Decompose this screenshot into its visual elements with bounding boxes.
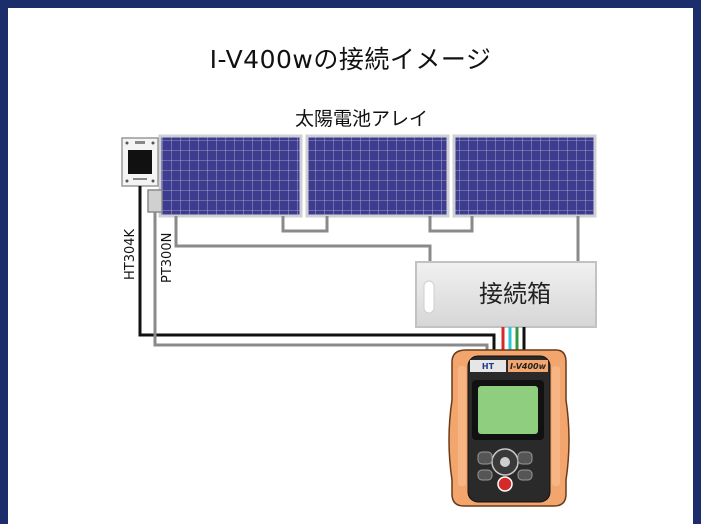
irradiance-sensor bbox=[121, 137, 159, 187]
panel-wiring bbox=[174, 216, 580, 264]
solar-panel-2 bbox=[305, 134, 450, 218]
junction-box bbox=[415, 261, 597, 328]
temperature-probe-label: PT300N bbox=[160, 232, 175, 283]
temperature-probe bbox=[147, 189, 163, 213]
page-title: I-V400wの接続イメージ bbox=[209, 45, 492, 74]
meter-model-label: I-V400w bbox=[510, 362, 547, 371]
irradiance-sensor-label: HT304K bbox=[123, 228, 138, 280]
irradiance-sensor-cable bbox=[138, 186, 496, 352]
meter-brand-label: HT bbox=[482, 362, 495, 371]
solar-panel-1 bbox=[158, 134, 303, 218]
junction-box-label: 接続箱 bbox=[479, 280, 551, 308]
measurement-cables bbox=[501, 327, 526, 352]
iv400w-meter bbox=[448, 349, 570, 507]
solar-panel-3 bbox=[452, 134, 597, 218]
temperature-probe-cable bbox=[153, 212, 489, 352]
solar-array-label: 太陽電池アレイ bbox=[295, 108, 429, 130]
